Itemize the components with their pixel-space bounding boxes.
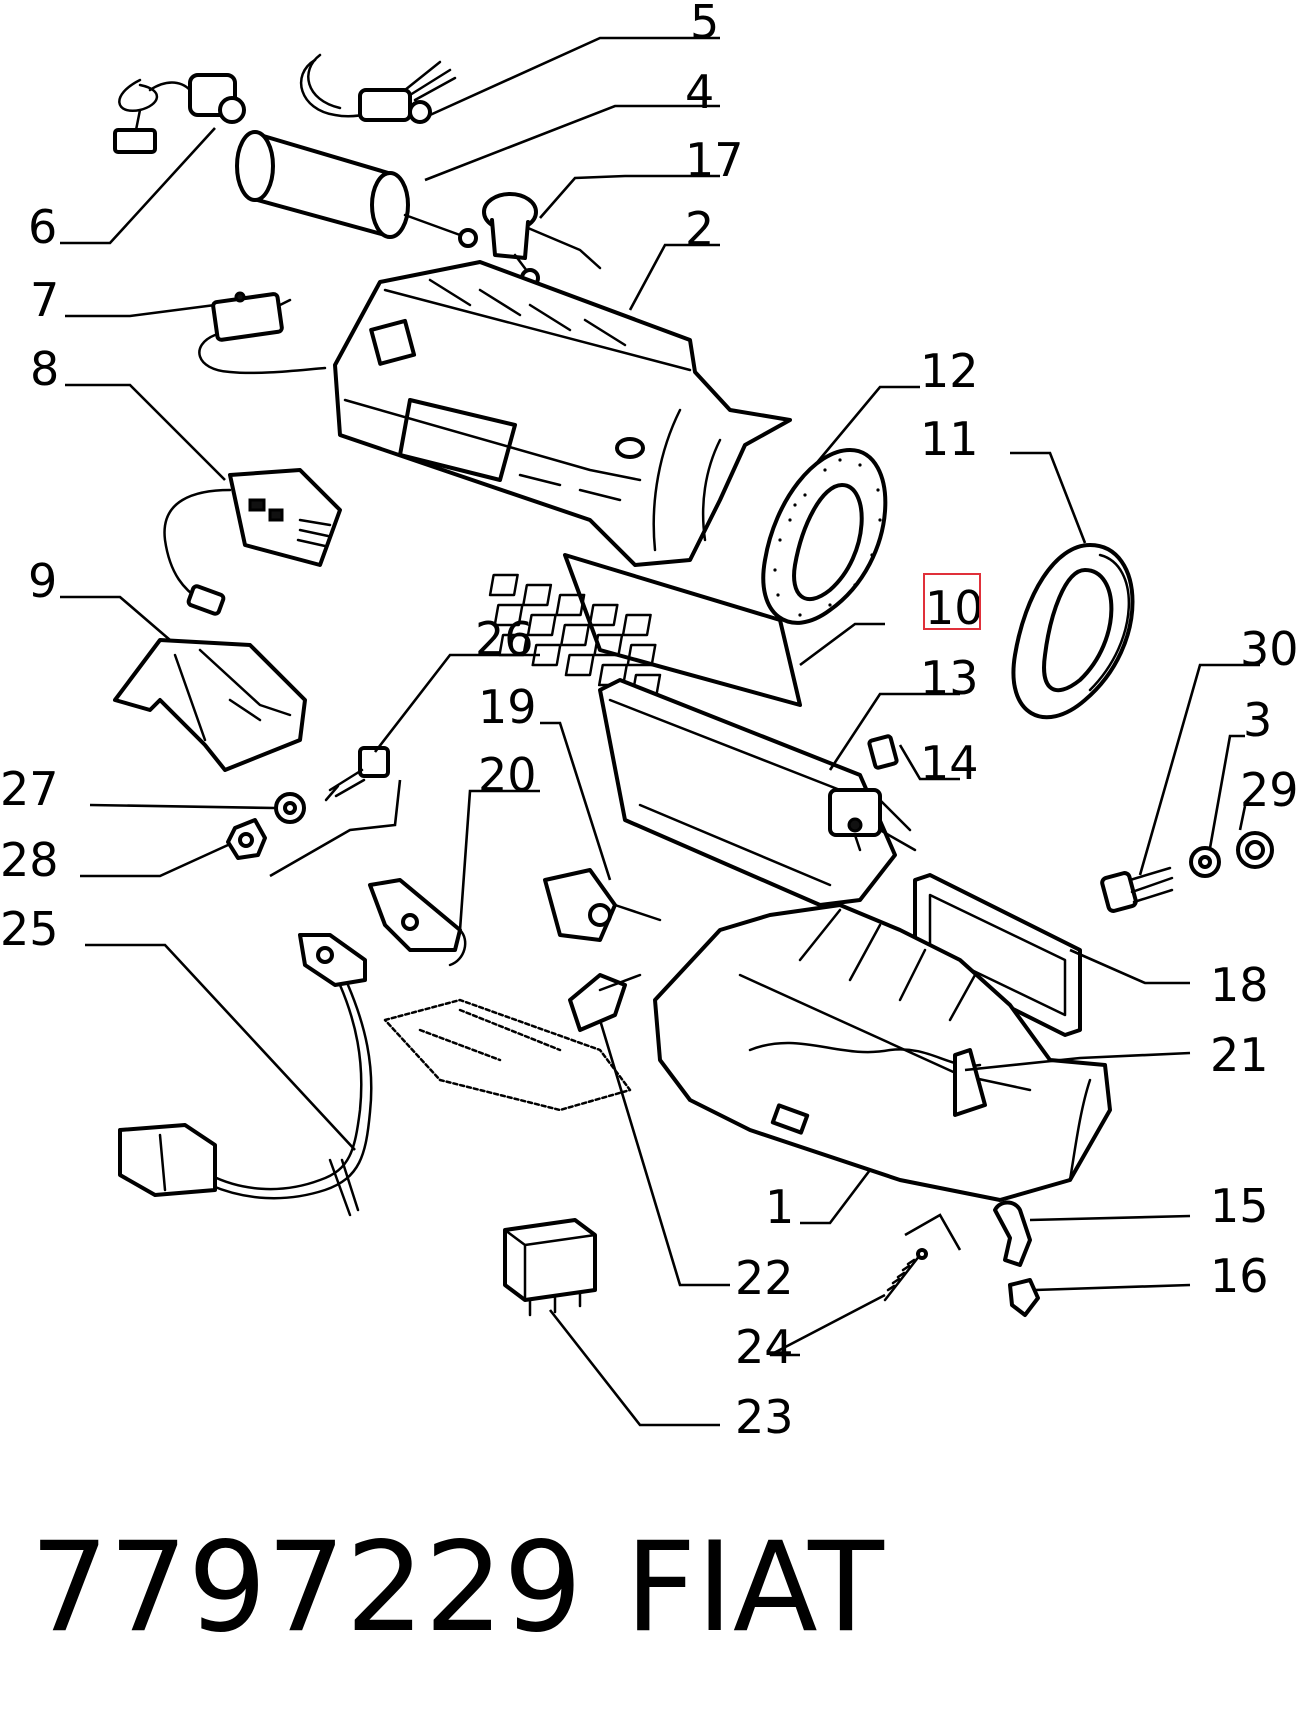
callout-30: 30 [1240,622,1299,676]
part-22-bracket [568,973,642,1032]
callout-7: 7 [30,273,59,327]
part-26-bolt [324,746,390,802]
footer: 7797229 FIAT [30,1516,885,1660]
callout-22: 22 [735,1251,794,1305]
callout-26: 26 [475,612,534,666]
callout-28: 28 [0,833,59,887]
part-9-air-duct [113,638,307,772]
callout-17: 17 [685,133,744,187]
part-2-upper-housing [333,260,792,567]
part-15-elbow-fitting [993,1200,1032,1267]
part-8-resistor-board [163,468,342,616]
callout-9: 9 [28,554,57,608]
callout-18: 18 [1210,958,1269,1012]
part-number: 7797229 [30,1516,582,1660]
callout-15: 15 [1210,1179,1269,1233]
callout-27: 27 [0,762,59,816]
part-27-washer [274,792,306,824]
part-4-blower-motor [235,130,478,248]
part-19-actuator [543,868,662,942]
callout-10: 10 [925,581,984,635]
part-14-clip [867,734,899,770]
part-16-cap [1008,1278,1040,1317]
part-10-filter-grid [488,553,802,707]
callout-29: 29 [1240,763,1299,817]
part-25-wiring-harness [118,933,373,1217]
part-13-heater-core [598,678,917,907]
part-6-sensor-cable [113,73,246,154]
callout-1: 1 [765,1180,794,1234]
part-23-relay-cube [503,1218,597,1317]
callout-10-highlight-box [923,573,981,630]
part-24-spring [883,1248,928,1302]
callout-8: 8 [30,342,59,396]
callout-11: 11 [920,412,979,466]
part-12-foam-ring [761,448,888,625]
callout-3: 3 [1243,693,1272,747]
callout-12: 12 [920,344,979,398]
callout-14: 14 [920,736,979,790]
brand-name: FIAT [625,1516,885,1660]
callout-25: 25 [0,902,59,956]
part-21-flap [953,1048,987,1117]
callout-24: 24 [735,1320,794,1374]
part-29-nut [1236,831,1274,869]
callout-2: 2 [685,202,714,256]
leader-lines [60,36,1260,1427]
callout-23: 23 [735,1390,794,1444]
callout-4: 4 [685,65,714,119]
part-28-nut [226,818,267,860]
callout-20: 20 [478,748,537,802]
part-5-wiring-connector [299,53,457,124]
part-3-washer [1189,846,1221,878]
callout-5: 5 [690,0,719,49]
part-11-seal-ring [1011,543,1135,720]
callout-labels: 5 4 17 6 2 7 12 8 11 9 10 26 30 13 19 3 … [0,0,1299,1444]
callout-13: 13 [920,651,979,705]
callout-19: 19 [478,680,537,734]
callout-6: 6 [28,200,57,254]
callout-21: 21 [1210,1028,1269,1082]
linkage-sketch [383,998,632,1112]
part-30-bolt [1100,866,1174,913]
part-7-relay-module [198,291,327,375]
part-20-lever-bracket [368,878,467,967]
callout-16: 16 [1210,1249,1269,1303]
